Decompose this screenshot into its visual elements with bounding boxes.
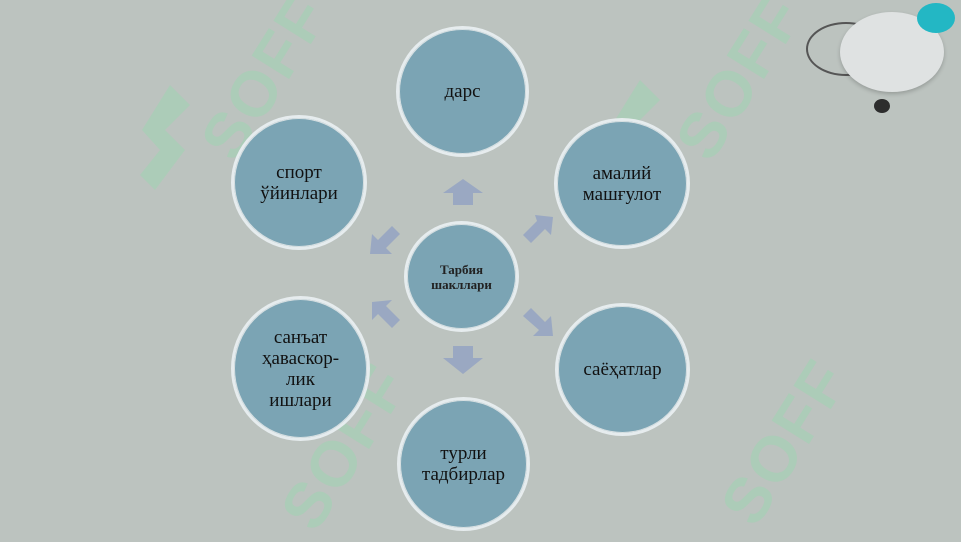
arrow-down-right-icon xyxy=(523,308,553,336)
decorative-teal-dot xyxy=(917,3,955,33)
arrow-up-right-icon xyxy=(523,215,553,243)
watermark-text: SOFF xyxy=(661,0,818,172)
node-bottom-left: санъат ҳаваскор- лик ишлари xyxy=(231,296,370,441)
node-label-line: лик xyxy=(286,368,315,390)
node-label-line: машғулот xyxy=(582,183,662,205)
node-top: дарс xyxy=(396,26,529,157)
arrow-up-left-icon xyxy=(370,226,400,254)
node-top-right: амалий машғулот xyxy=(554,118,690,249)
center-label-line: Тарбия xyxy=(439,261,484,277)
node-label-line: спорт xyxy=(276,161,322,183)
node-top-left: спорт ўйинлари xyxy=(231,115,367,250)
watermark-text: SOFF xyxy=(706,347,863,537)
watermark-logo-icon xyxy=(140,85,190,190)
node-label-line: турли xyxy=(440,443,487,464)
node-label-line: амалий xyxy=(592,162,652,184)
node-label-line: ўйинлари xyxy=(260,182,338,204)
center-label-line: шакллари xyxy=(431,276,492,292)
node-top-label: дарс xyxy=(444,81,481,102)
arrow-down-icon xyxy=(443,346,483,374)
node-label-line: ҳаваскор- xyxy=(261,347,340,369)
node-label-line: ишлари xyxy=(269,389,332,411)
node-bottom: турли тадбирлар xyxy=(397,397,530,531)
arrow-up-icon xyxy=(443,179,483,205)
node-label-line: тадбирлар xyxy=(421,464,506,485)
decorative-dark-dot xyxy=(874,99,890,113)
node-bottom-right: саёҳатлар xyxy=(555,303,690,436)
node-bottom-right-label: саёҳатлар xyxy=(583,359,662,380)
node-center: Тарбия шакллари xyxy=(404,221,519,332)
arrow-down-left-icon xyxy=(372,300,400,328)
node-label-line: санъат xyxy=(273,326,328,348)
